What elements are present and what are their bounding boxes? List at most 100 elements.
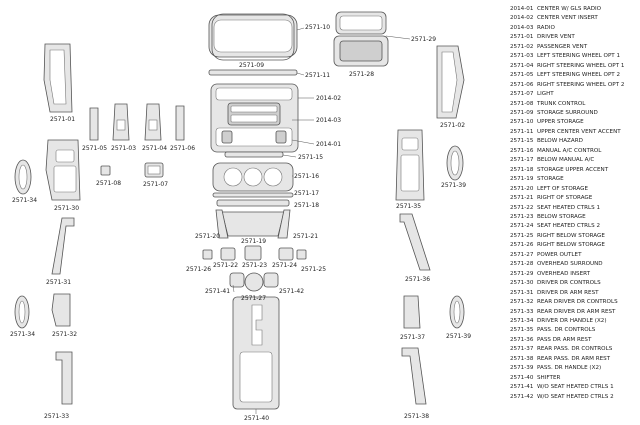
legend-description: TRUNK CONTROL	[537, 100, 586, 107]
part-driver-dr-controls	[45, 139, 81, 201]
legend-code: 2571-30	[510, 280, 534, 287]
legend-description: STORAGE SURROUND	[537, 109, 598, 116]
part-wo-seat-heated-ctrls-2	[263, 272, 279, 288]
legend-code: 2014-02	[510, 15, 534, 22]
legend-code: 2571-09	[510, 109, 534, 116]
callout-2571-29: 2571-29	[411, 36, 436, 43]
legend-code: 2571-29	[510, 270, 534, 277]
part-left-steering-wheel-opt-2	[89, 107, 99, 141]
legend-description: RIGHT BELOW STORAGE	[537, 232, 605, 239]
legend-description: REAR PASS. DR CONTROLS	[537, 346, 613, 353]
part-driver-dr-handle-top	[14, 159, 32, 195]
legend-code: 2571-27	[510, 251, 534, 258]
part-overhead-insert	[335, 11, 387, 35]
legend-code: 2571-21	[510, 195, 534, 202]
callout-2571-42: 2571-42	[279, 288, 304, 295]
legend-description: POWER OUTLET	[537, 251, 582, 258]
legend-description: REAR PASS. DR ARM REST	[537, 355, 611, 362]
legend-code: 2571-18	[510, 166, 534, 173]
legend-description: PASS. DR HANDLE (X2)	[537, 365, 602, 372]
legend-code: 2571-33	[510, 308, 534, 315]
legend-description: BELOW MANUAL A/C	[537, 157, 595, 164]
part-below-storage	[244, 245, 262, 261]
legend-code: 2571-01	[510, 34, 534, 41]
part-right-steering-wheel-opt-2	[175, 105, 185, 141]
legend-description: RIGHT STEERING WHEEL OPT 1	[537, 62, 625, 69]
part-center-stack	[210, 83, 299, 153]
part-power-outlet	[244, 272, 264, 292]
part-pass-dr-controls	[395, 129, 425, 201]
callout-2571-36: 2571-36	[405, 276, 430, 283]
legend-code: 2014-01	[510, 6, 534, 12]
part-left-steering-wheel-opt-1	[112, 103, 130, 141]
part-passenger-vent	[436, 45, 465, 119]
part-driver-dr-arm-rest	[51, 217, 75, 275]
legend-description: OVERHEAD INSERT	[537, 270, 591, 277]
part-rear-driver-dr-controls	[51, 293, 71, 327]
legend-code: 2571-19	[510, 176, 534, 183]
callout-2571-11: 2571-11	[305, 72, 330, 79]
legend-code: 2571-06	[510, 81, 534, 88]
part-upper-storage	[208, 14, 298, 58]
callout-2571-26: 2571-26	[186, 266, 211, 273]
callout-2571-33: 2571-33	[44, 413, 69, 420]
legend-description: PASS. DR CONTROLS	[537, 327, 596, 334]
legend-code: 2571-25	[510, 232, 534, 239]
legend-code: 2571-07	[510, 91, 534, 98]
parts-diagram: 2571-10 2571-29 2571-09 2571-11 2571-28 …	[10, 11, 471, 422]
leader-line	[296, 27, 305, 31]
legend-description: BELOW HAZARD	[537, 138, 583, 145]
part-pass-dr-handle-top	[446, 145, 464, 181]
legend-description: UPPER CENTER VENT ACCENT	[537, 128, 621, 135]
legend-code: 2571-38	[510, 355, 534, 362]
part-storage-upper-accent	[216, 199, 290, 207]
legend-description: STORAGE	[537, 176, 564, 183]
leader-line	[232, 284, 235, 293]
legend-description: DRIVER DR CONTROLS	[537, 280, 601, 287]
legend-description: RADIO	[537, 24, 555, 31]
callout-2571-25: 2571-25	[301, 266, 326, 273]
legend-description: REAR DRIVER DR ARM REST	[537, 308, 616, 315]
part-shifter	[232, 296, 280, 410]
legend-code: 2571-08	[510, 100, 534, 107]
callout-2014-02: 2014-02	[316, 95, 341, 102]
callout-2571-34-bottom: 2571-34	[10, 331, 35, 338]
legend-code: 2571-39	[510, 365, 534, 372]
legend-code: 2571-40	[510, 374, 534, 381]
part-seat-heated-ctrls-1	[220, 247, 236, 261]
callout-2014-03: 2014-03	[316, 117, 341, 124]
legend-description: LIGHT	[537, 91, 554, 98]
legend-description: LEFT STEERING WHEEL OPT 1	[537, 53, 621, 60]
callout-2571-38: 2571-38	[404, 413, 429, 420]
legend-code: 2571-24	[510, 223, 534, 230]
part-right-below-storage-26	[202, 249, 213, 260]
legend-description: MANUAL A/C CONTROL	[537, 147, 602, 154]
callout-2014-01: 2014-01	[316, 141, 341, 148]
legend-code: 2571-35	[510, 327, 534, 334]
legend-description: CENTER W/ GLS RADIO	[537, 6, 602, 12]
legend-code: 2571-31	[510, 289, 534, 296]
